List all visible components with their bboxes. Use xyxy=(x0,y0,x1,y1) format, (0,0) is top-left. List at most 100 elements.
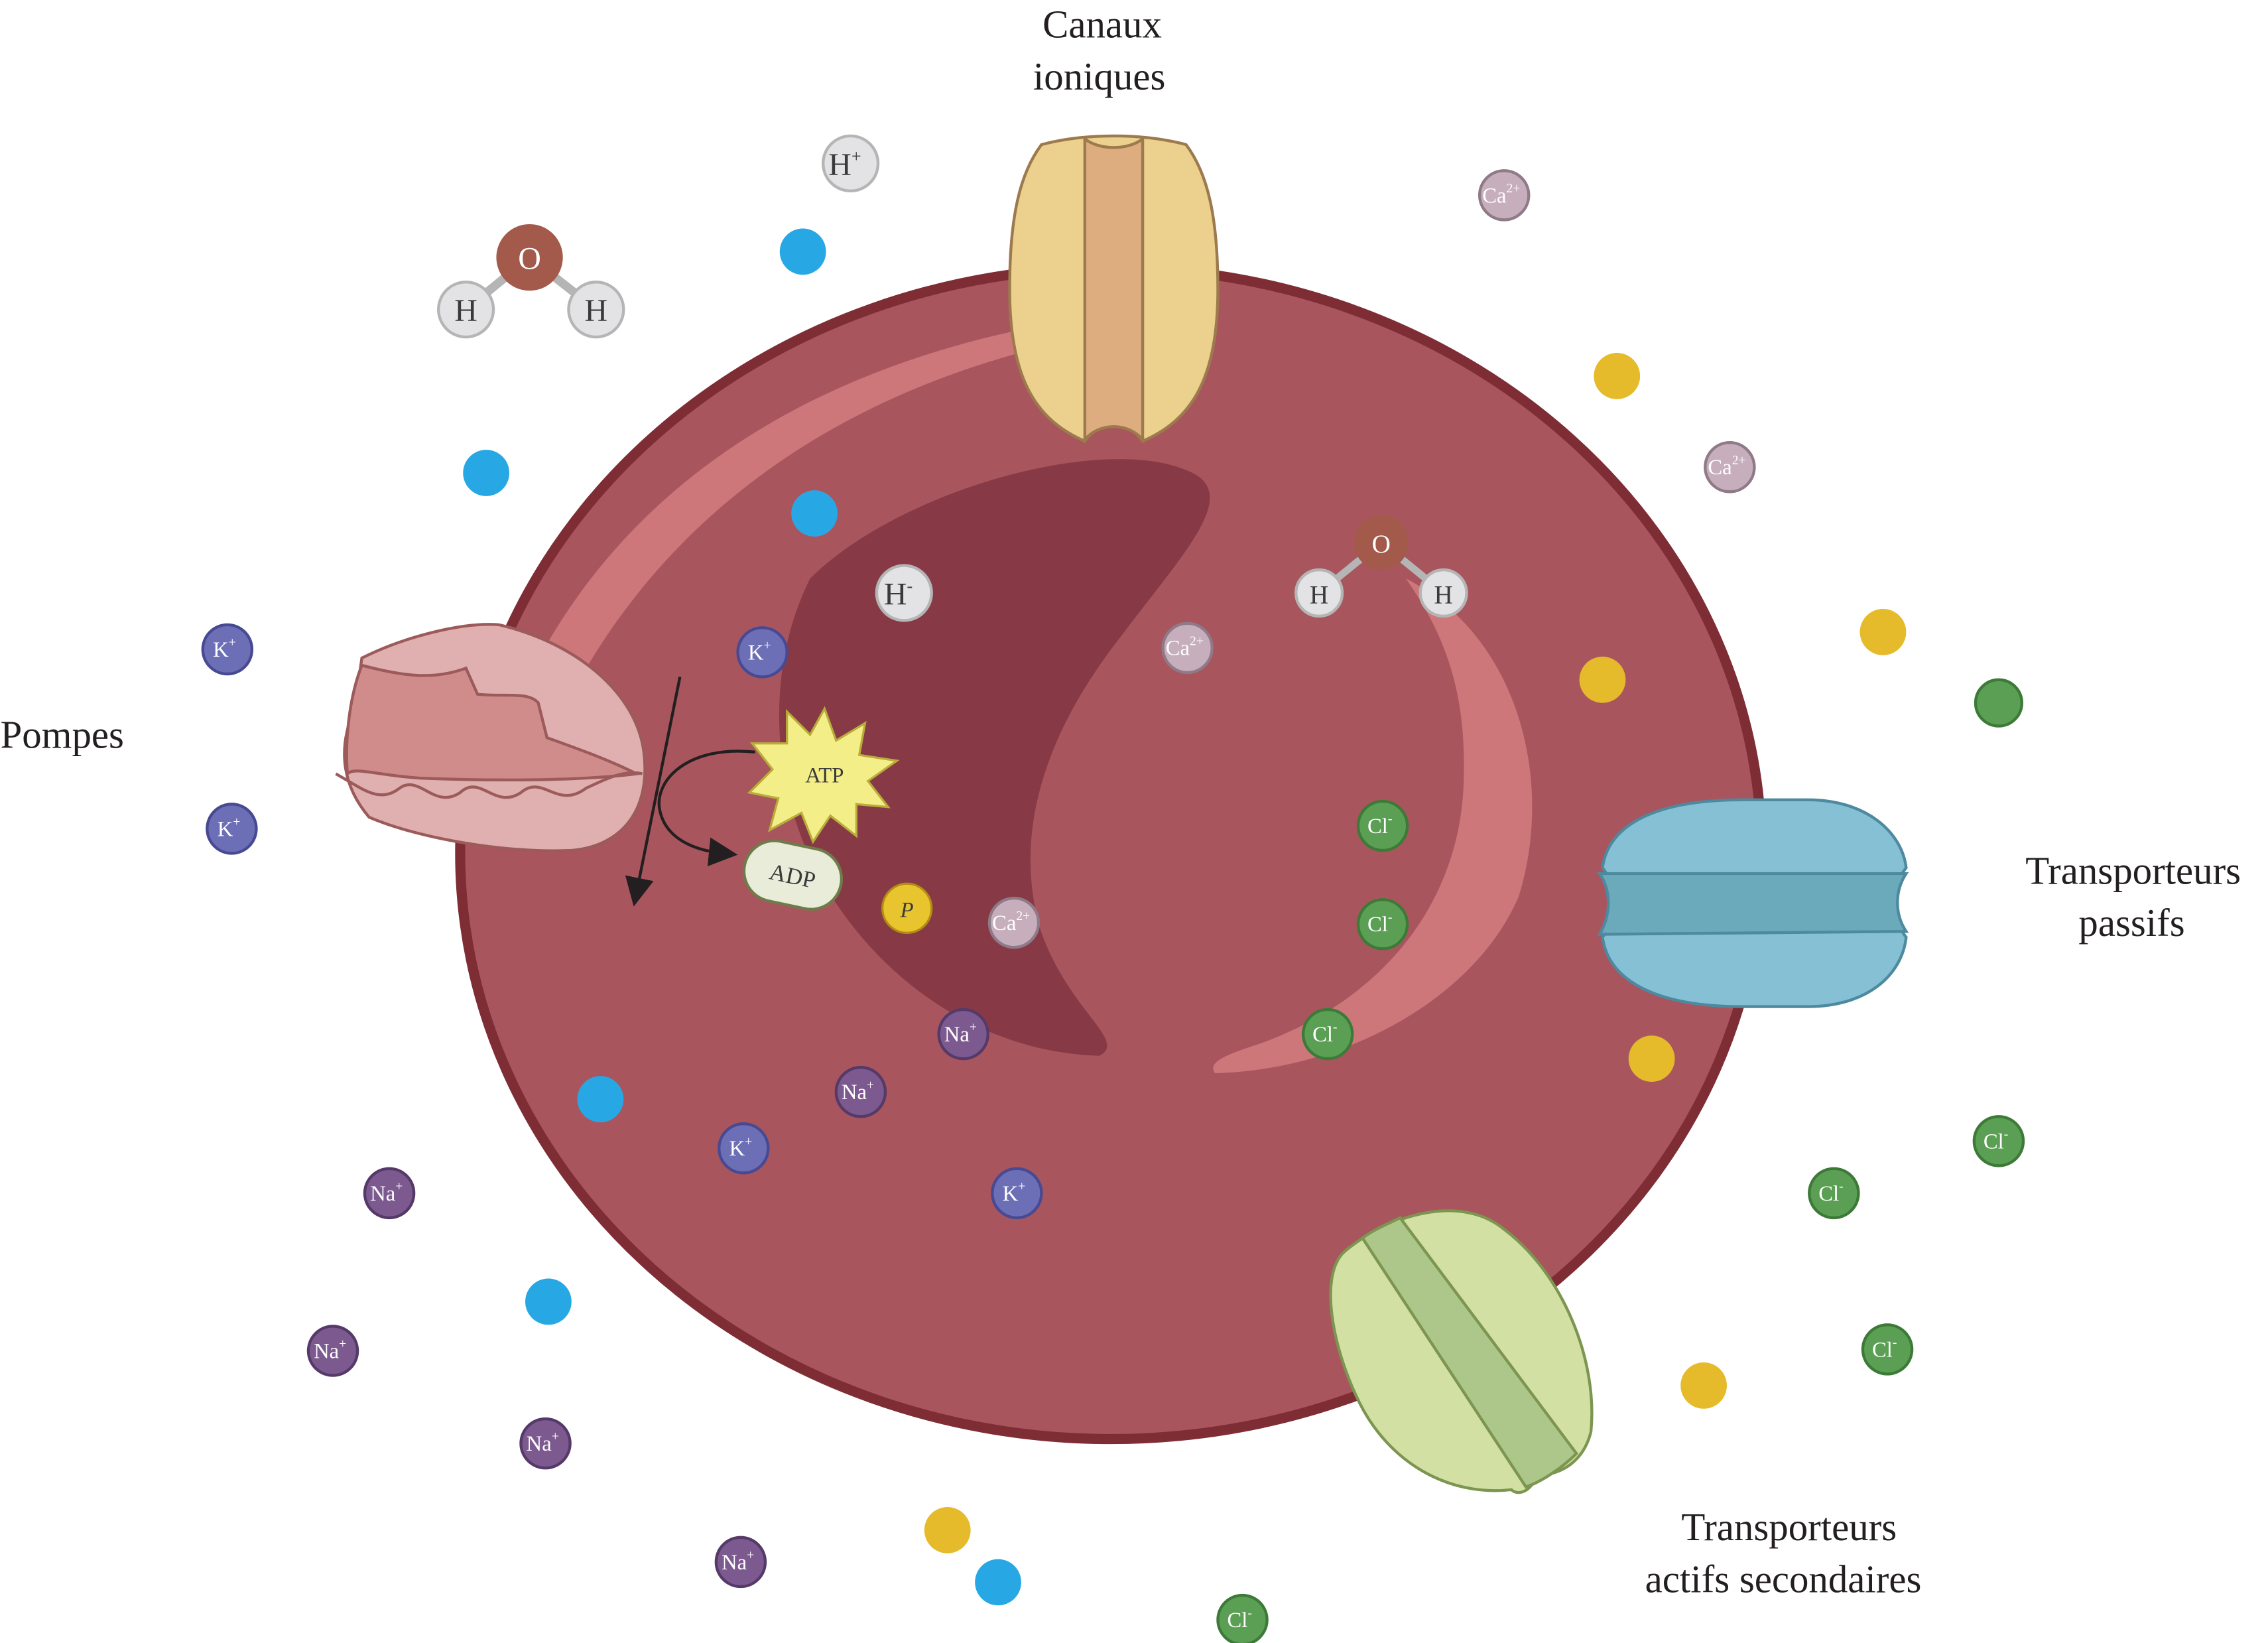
hydrogen-atom xyxy=(437,281,495,339)
cl-ion: Cl- xyxy=(1356,799,1409,852)
atp-reaction: ATP ADP P xyxy=(625,677,933,935)
reaction-branch-arrow xyxy=(657,750,755,866)
ion-symbol: Na xyxy=(722,1551,747,1575)
k-ion: K+ xyxy=(206,803,258,855)
h-minus-ion: H- xyxy=(875,564,933,622)
ca-ion-circle xyxy=(1478,169,1531,222)
oxygen-label: O xyxy=(518,241,541,277)
k-ion-circle xyxy=(736,626,788,679)
yellow-dots xyxy=(924,353,1907,1553)
pump-wave-line xyxy=(335,771,643,799)
yellow-dot xyxy=(1859,608,1907,655)
na-ion-circle xyxy=(363,1167,416,1220)
cell xyxy=(455,262,1767,1445)
blue-dot xyxy=(525,1278,572,1325)
hydrogen-label: H xyxy=(454,293,477,328)
ion-symbol: H xyxy=(884,576,907,612)
ion-symbol: Ca xyxy=(1166,637,1190,661)
ion-symbol: Na xyxy=(314,1339,340,1363)
ion-charge: - xyxy=(1388,911,1393,925)
ion-charge: + xyxy=(233,815,240,829)
ions: K+K+K+K+K+Na+Na+Na+Na+Na+Na+Ca2+Ca2+Ca2+… xyxy=(201,169,2025,1643)
oxygen-label: O xyxy=(1372,530,1391,559)
ion-channel-pore xyxy=(1083,135,1145,444)
svg-text:H-: H- xyxy=(884,576,913,612)
ion-symbol: Cl xyxy=(1984,1130,2004,1153)
ion-charge: - xyxy=(1839,1180,1844,1194)
label-pumps: Pompes xyxy=(1,713,124,756)
na-ion-label: Na+ xyxy=(722,1549,754,1575)
ca-ion-circle xyxy=(1704,441,1756,493)
ion-symbol: H xyxy=(828,147,851,182)
atp-starburst xyxy=(747,706,900,844)
ion-symbol: Na xyxy=(527,1432,552,1456)
label-secondary-transporters-line1: Transporteurs xyxy=(1681,1506,1897,1549)
phosphate-label: P xyxy=(900,898,914,922)
ion-channel xyxy=(1008,134,1220,444)
ion-charge: - xyxy=(1333,1021,1338,1035)
cl-ion-label: Cl- xyxy=(1367,911,1392,937)
k-ion-label: K+ xyxy=(748,639,771,665)
na-ion: Na+ xyxy=(714,1536,767,1589)
k-ion-label: K+ xyxy=(218,815,241,841)
label-secondary-transporters-line2: actifs secondaires xyxy=(1645,1558,1922,1601)
phosphate-circle xyxy=(881,882,933,935)
cl-ion-label: Cl- xyxy=(1984,1128,2008,1153)
ion-symbol: Ca xyxy=(1708,456,1732,480)
label-ion-channels-line1: Canaux xyxy=(1042,3,1162,46)
cl-ion-label: Cl- xyxy=(1312,1021,1337,1047)
ion-symbol: Na xyxy=(944,1023,970,1047)
ca-ion: Ca2+ xyxy=(1478,169,1531,222)
hydrogen-label: H xyxy=(1434,580,1452,609)
k-ion-label: K+ xyxy=(729,1135,753,1161)
label-ion-channels-line2: ioniques xyxy=(1033,55,1165,98)
yellow-dot xyxy=(1594,353,1641,399)
secondary-transporter-core xyxy=(1360,1216,1579,1489)
ca-ion: Ca2+ xyxy=(1161,622,1214,675)
ion-symbol: Cl xyxy=(1818,1182,1839,1206)
oxygen-atom xyxy=(496,224,563,291)
na-ion-circle xyxy=(714,1536,767,1589)
k-ion-label: K+ xyxy=(1003,1180,1026,1206)
label-passive-transporters-line2: passifs xyxy=(2078,901,2184,945)
ion-symbol: Cl xyxy=(1227,1609,1247,1632)
hydrogen-atom xyxy=(1294,568,1344,618)
k-ion-circle xyxy=(201,623,254,676)
ion-charge: 2+ xyxy=(1190,634,1204,648)
hydrogen-label: H xyxy=(585,293,608,328)
ion-symbol: Cl xyxy=(1312,1023,1333,1047)
water-molecule-inside: O H H xyxy=(1294,515,1468,618)
oxygen-atom xyxy=(1354,515,1409,570)
k-ion: K+ xyxy=(201,623,254,676)
na-ion: Na+ xyxy=(937,1008,989,1061)
ion-symbol: Na xyxy=(842,1081,867,1104)
atp-label: ATP xyxy=(805,764,844,788)
yellow-dot xyxy=(1579,656,1626,703)
cl-ion-circle xyxy=(1301,1008,1354,1061)
ion-symbol: Cl xyxy=(1367,913,1388,937)
cl-ion-label: Cl- xyxy=(1227,1607,1251,1632)
passive-transporter-core xyxy=(1597,872,1909,936)
yellow-dot xyxy=(924,1507,971,1553)
ion-charge: + xyxy=(764,639,771,653)
cl-ion-circle xyxy=(1356,898,1409,951)
ca-ion-label: Ca2+ xyxy=(992,909,1030,935)
na-ion: Na+ xyxy=(519,1417,572,1470)
ion-symbol: K xyxy=(729,1137,745,1161)
blue-dot xyxy=(975,1559,1021,1606)
na-ion-label: Na+ xyxy=(370,1180,403,1206)
ion-charge: 2+ xyxy=(1732,454,1746,468)
cl-ion-circle xyxy=(1808,1167,1860,1220)
ion-symbol: K xyxy=(218,817,233,841)
ion-charge: - xyxy=(1388,813,1393,826)
k-ion-label: K+ xyxy=(213,636,236,662)
cl-ion: Cl- xyxy=(1808,1167,1860,1220)
ion-charge: + xyxy=(229,636,236,650)
ion-charge: + xyxy=(851,147,861,166)
ca-ion-circle xyxy=(987,896,1040,949)
ion-charge: + xyxy=(747,1549,754,1563)
cl-ion-circle xyxy=(1356,799,1409,852)
hydrogen-label: H xyxy=(1310,580,1328,609)
ion-charge: + xyxy=(745,1135,752,1149)
